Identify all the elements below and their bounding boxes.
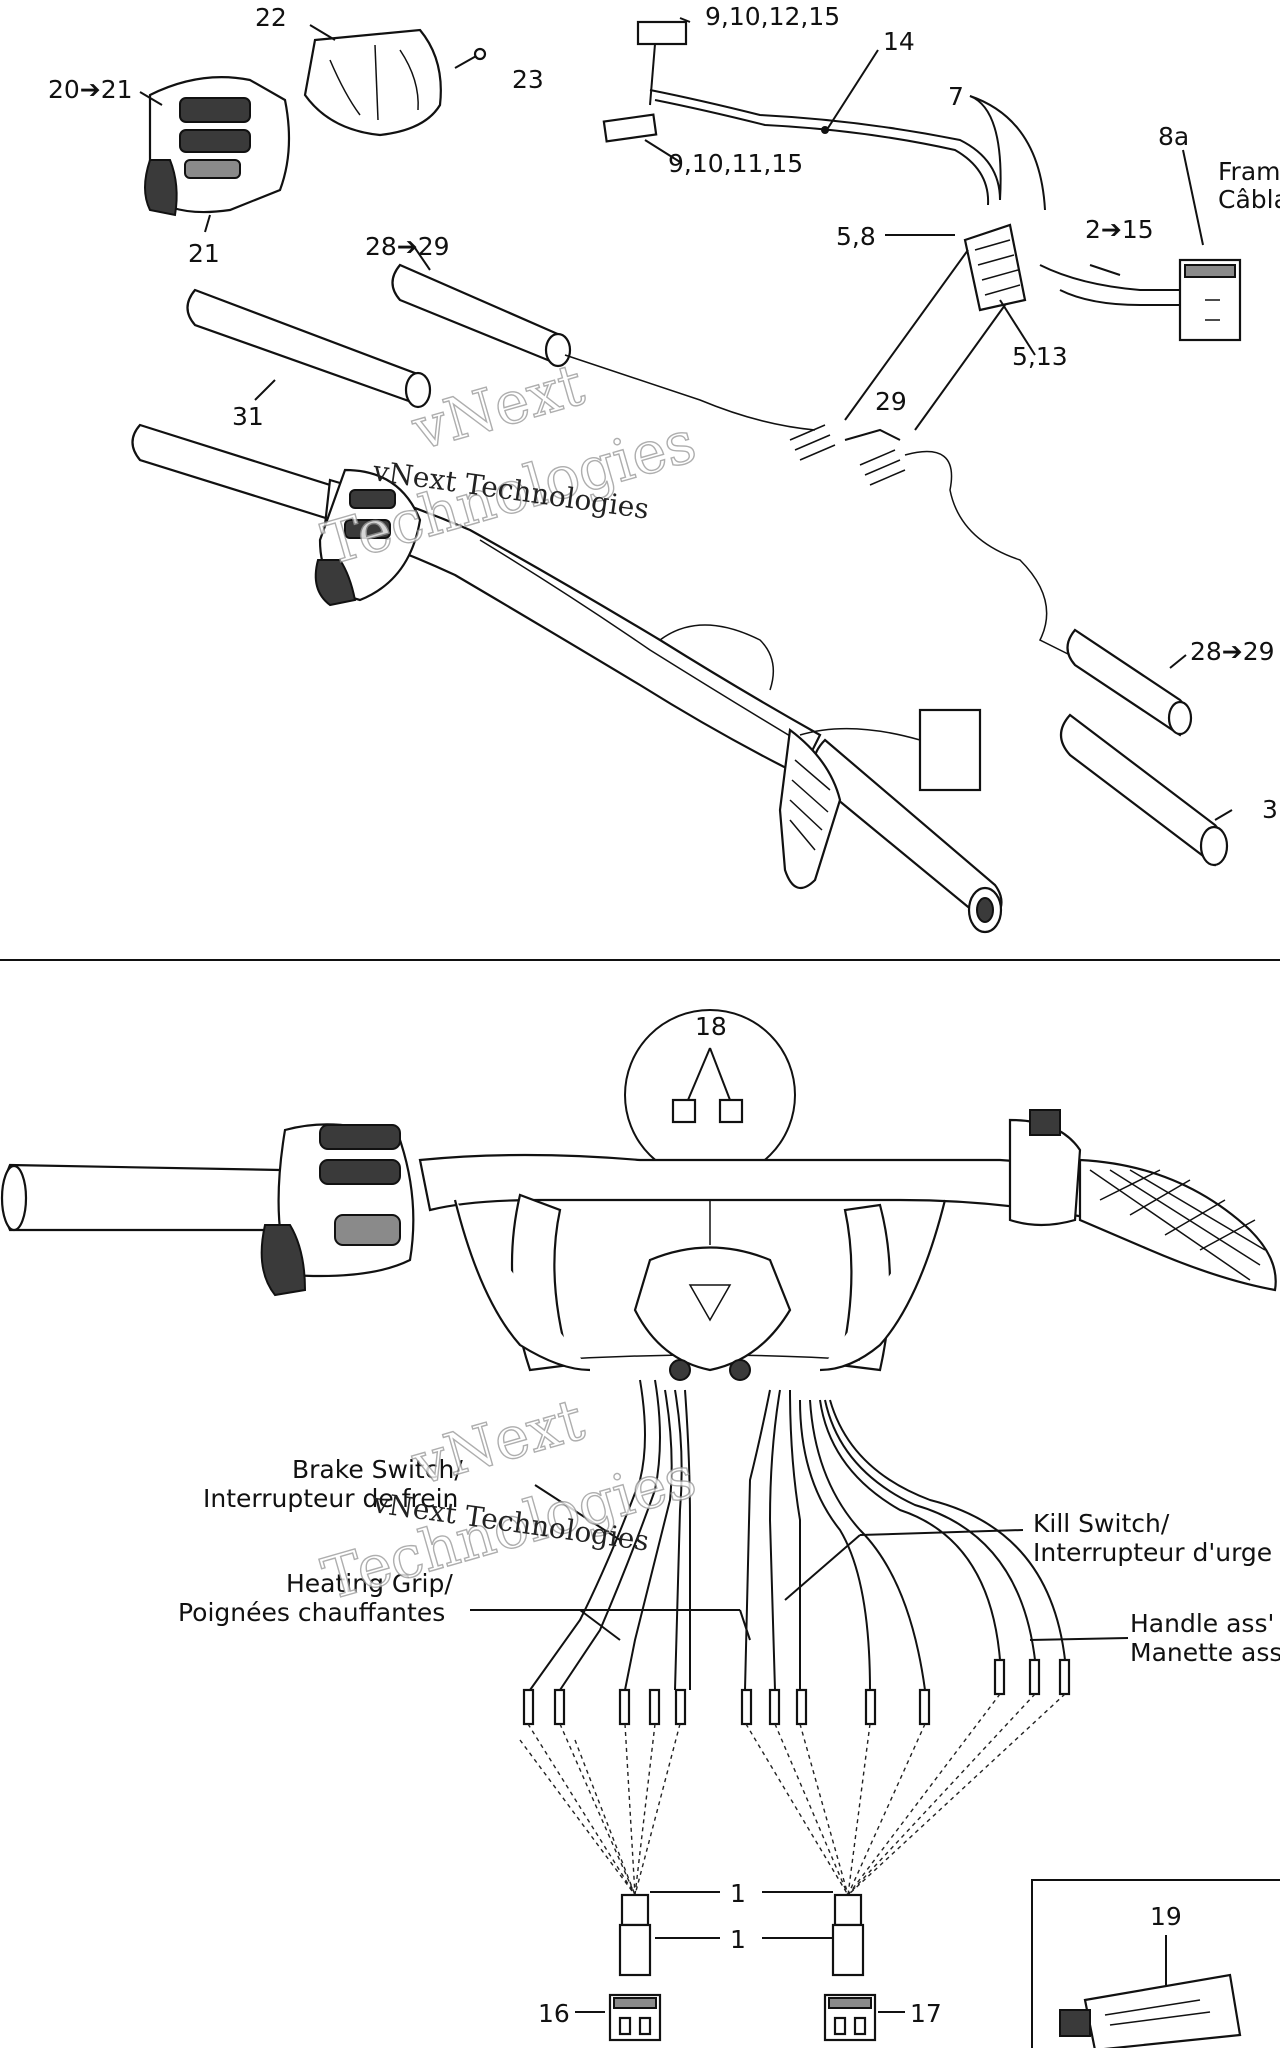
callout-2-15: 2➔15 [1085,215,1154,244]
callout-18: 18 [695,1012,727,1041]
callout-21: 21 [188,239,220,268]
callout-28-29-top: 28➔29 [365,232,450,261]
grip-part-3-right [1059,713,1229,867]
label-brake-switch-en: Brake Switch/ [292,1455,463,1484]
callout-23: 23 [512,65,544,94]
callout-20-21: 20➔21 [48,75,133,104]
wiring-bundle-right [744,1389,1066,1691]
screw-part-23 [454,47,487,69]
handlebar-assembly-top [131,423,1003,934]
callout-19: 19 [1150,1902,1182,1931]
connector-housing-part-17 [823,1993,905,2042]
leader-lines-top [139,17,1233,821]
wiring-harness-part-14 [649,89,1180,306]
callout-9-10-11-15: 9,10,11,15 [668,149,803,178]
grip-part-31 [186,288,432,409]
callout-28-29-right: 28➔29 [1190,637,1275,666]
leader-lines-bottom [470,1484,1129,1641]
label-frame-a: Fram [1218,157,1280,186]
handlebar-assembly-bottom [0,1109,1277,1381]
callout-1-b: 1 [730,1925,746,1954]
dashed-connection-lines [519,1693,1066,1896]
callout-7: 7 [948,82,964,111]
callout-5-8: 5,8 [836,222,876,251]
label-heating-grip-fr: Poignées chauffantes [178,1598,445,1627]
connector-part-9 [602,20,688,143]
connector-housing-part-16 [575,1993,662,2042]
heated-grip-part-28 [391,263,816,431]
label-heating-grip-en: Heating Grip/ [286,1569,453,1598]
label-frame-b: Câbla [1218,185,1280,214]
callout-16: 16 [538,1999,570,2028]
detail-circle-part-18 [624,1009,796,1245]
callout-29: 29 [875,387,907,416]
label-kill-switch-en: Kill Switch/ [1033,1509,1170,1538]
label-kill-switch-fr: Interrupteur d'urge [1033,1538,1272,1567]
terminals-row [522,1658,1071,1726]
callout-8a: 8a [1158,122,1189,151]
callout-3-right: 3 [1262,795,1278,824]
main-connector-part-5 [963,223,1027,312]
housing-cover-part-22 [303,28,442,137]
wiring-bundle-left [529,1379,691,1691]
sleeve-connectors-part-1 [618,1891,865,1977]
terminal-pins-part-29 [789,424,1071,656]
connector-part-8a [1178,258,1242,342]
switch-housing-part-20 [144,76,291,217]
callout-31-top: 31 [232,402,264,431]
label-handle-assembly-en: Handle ass' [1130,1609,1274,1638]
callout-17: 17 [910,1999,942,2028]
grease-tube-part-19 [1031,1879,1280,2052]
callout-9-10-12-15: 9,10,12,15 [705,2,840,31]
label-handle-assembly-fr: Manette ass [1130,1638,1280,1667]
heated-grip-part-28-right [1066,628,1193,737]
callout-1-a: 1 [730,1879,746,1908]
label-brake-switch-fr: Interrupteur de frein [203,1484,458,1513]
callout-14: 14 [883,27,915,56]
callout-22: 22 [255,3,287,32]
callout-5-13: 5,13 [1012,342,1068,371]
